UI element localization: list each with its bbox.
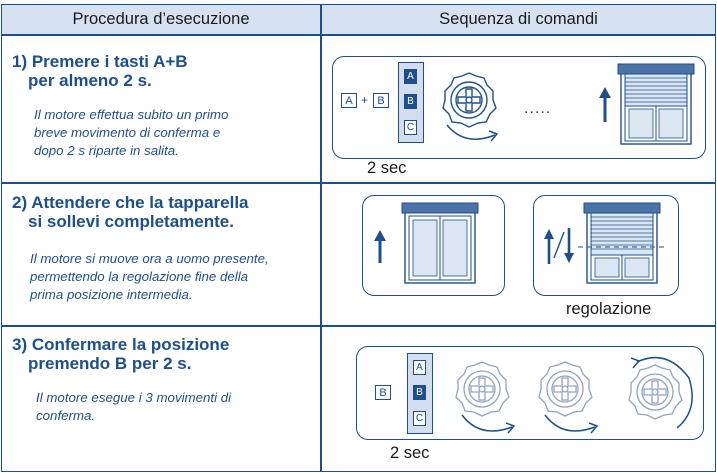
step2-sequence-cell (321, 183, 716, 326)
window-shutter-half-icon (578, 202, 668, 284)
remote-key-a: A (404, 69, 417, 84)
window-open-icon (401, 202, 479, 284)
step3-title: 3) Confermare la posizione premendo B pe… (12, 335, 229, 373)
step2-note-line2: permettendo la regolazione fine della (30, 269, 249, 284)
step1-title: 1) Premere i tasti A+B per almeno 2 s. (12, 52, 188, 90)
step1-note-line3: dopo 2 s riparte in salita. (34, 143, 179, 158)
step3-text-cell (1, 326, 321, 472)
remote-key-c: C (413, 411, 426, 426)
plus-sign: + (361, 93, 369, 107)
step1-sequence-cell (321, 35, 716, 183)
step1-note-line2: breve movimento di conferma e (34, 125, 221, 140)
header-sequence: Sequenza di comandi (321, 4, 716, 35)
motor-knob-icon (455, 361, 516, 434)
up-arrow-icon (374, 230, 386, 263)
step3-note-line2: conferma. (36, 408, 96, 423)
up-arrow-icon (599, 87, 611, 122)
step2-note-line3: prima posizione intermedia. (30, 287, 193, 302)
step3-duration-label: 2 sec (390, 444, 430, 462)
remote-key-c: C (404, 120, 417, 135)
step2-text-cell (1, 183, 321, 326)
key-b: B (373, 93, 389, 108)
step1-title-line2: per almeno 2 s. (28, 71, 152, 90)
key-b: B (375, 385, 391, 400)
remote-key-a: A (413, 360, 426, 375)
step2-title-line2: si sollevi completamente. (28, 212, 234, 231)
step1-text-cell (1, 35, 321, 183)
step2-note-line1: Il motore si muove ora a uomo presente, (30, 251, 269, 266)
remote-control: A B C (407, 353, 433, 434)
motor-knob-icon (538, 361, 599, 434)
key-a: A (341, 93, 357, 108)
step1-duration-label: 2 sec (367, 159, 407, 177)
step1-note-line1: Il motore effettua subito un primo (34, 107, 229, 122)
step3-title-line2: premendo B per 2 s. (28, 354, 192, 373)
window-shutter-icon (617, 63, 695, 145)
remote-control: A B C (398, 62, 424, 143)
step1-title-line1: 1) Premere i tasti A+B (12, 52, 188, 71)
step3-title-line1: 3) Confermare la posizione (12, 335, 230, 354)
motor-knob-icon (628, 356, 693, 429)
remote-key-b: B (413, 385, 426, 400)
step2-title-line1: 2) Attendere che la tapparella (12, 193, 249, 212)
step3-note: Il motore esegue i 3 movimenti di confer… (36, 389, 231, 425)
step2-title: 2) Attendere che la tapparella si sollev… (12, 193, 249, 231)
adjustment-label: regolazione (566, 300, 652, 318)
step2-note: Il motore si muove ora a uomo presente, … (30, 250, 269, 304)
remote-key-b: B (404, 94, 417, 109)
ellipsis-dots: ..... (524, 100, 552, 117)
motor-knob-icon (442, 72, 499, 142)
step3-note-line1: Il motore esegue i 3 movimenti di (36, 390, 232, 405)
step1-note: Il motore effettua subito un primo breve… (34, 106, 228, 160)
header-procedure: Procedura d’esecuzione (1, 4, 321, 35)
step3-sequence-cell (321, 326, 716, 472)
up-down-arrow-icon (544, 228, 574, 264)
